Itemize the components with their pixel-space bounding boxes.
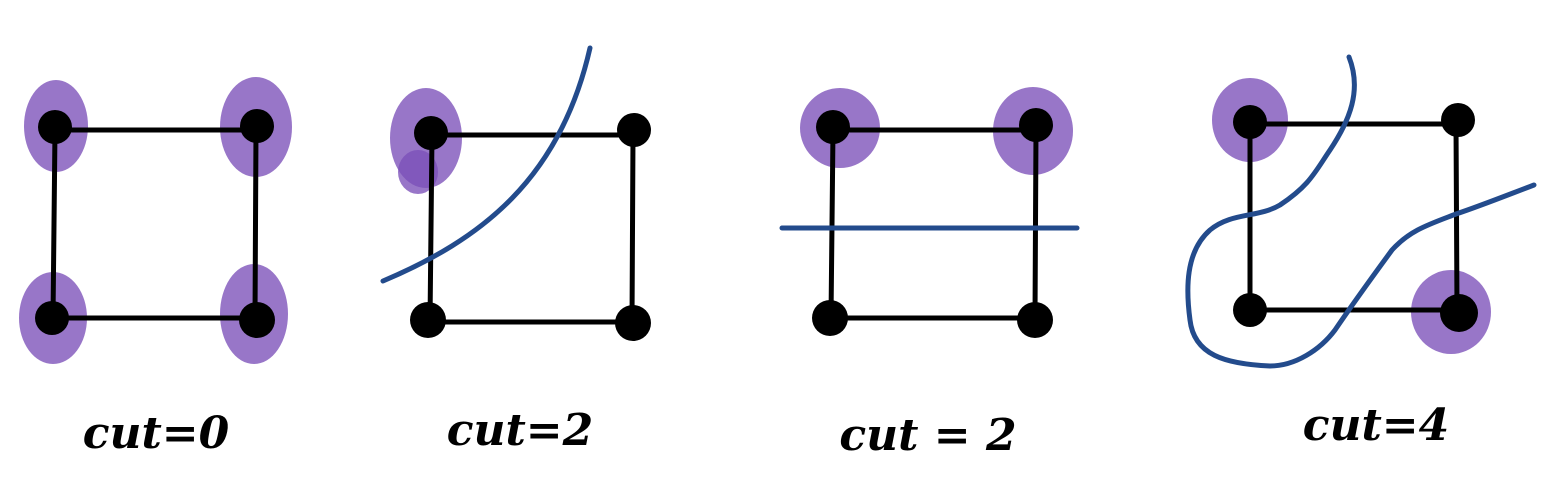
edge-right (629, 132, 636, 325)
edge-left (828, 127, 836, 321)
node-bottom-right (615, 305, 651, 341)
edge-right (252, 127, 259, 321)
highlight-top-left-secondary (398, 150, 438, 194)
graph-nodes (410, 113, 651, 341)
graph-nodes (1233, 103, 1478, 332)
cut-caption: cut=4 (1303, 400, 1450, 451)
edge-right (1453, 121, 1460, 313)
node-bottom-left (1233, 293, 1267, 327)
node-bottom-left (812, 300, 848, 336)
node-top-right (1441, 103, 1475, 137)
panel-cut-2-a: cut=2 (380, 45, 651, 456)
cut-curve (380, 45, 593, 284)
node-bottom-left (410, 302, 446, 338)
node-top-right (1019, 108, 1053, 142)
edge-left (427, 132, 435, 325)
node-top-left (38, 110, 72, 144)
panel-cut-4: cut=4 (1185, 54, 1537, 451)
node-bottom-right (239, 302, 275, 338)
graph-edges (425, 132, 636, 325)
graph-edges (49, 127, 259, 321)
panel-cut-2-b: cut = 2 (779, 87, 1080, 461)
node-top-left (1233, 105, 1267, 139)
cut-caption: cut = 2 (839, 410, 1016, 461)
cut-caption: cut=2 (447, 405, 594, 456)
node-top-right (240, 109, 274, 143)
cut-curve (1185, 54, 1537, 369)
cut-caption: cut=0 (83, 408, 230, 459)
node-bottom-right (1440, 294, 1478, 332)
node-bottom-left (35, 301, 69, 335)
node-top-left (414, 116, 448, 150)
graph-nodes (35, 109, 275, 338)
node-top-left (816, 110, 850, 144)
graph-nodes (812, 108, 1053, 338)
graph-edges (827, 127, 1039, 321)
edge-left (50, 127, 58, 321)
panel-cut-0: cut=0 (19, 77, 292, 459)
node-top-right (617, 113, 651, 147)
node-bottom-right (1017, 302, 1053, 338)
edge-right (1032, 127, 1039, 321)
